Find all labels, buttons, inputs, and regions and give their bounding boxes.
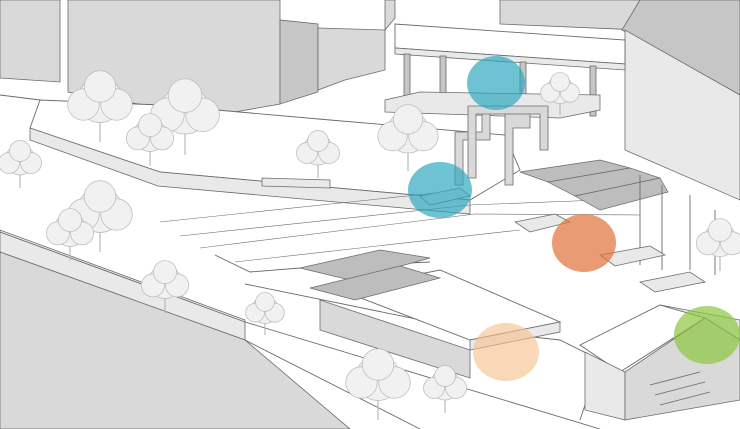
marker-peach (473, 323, 539, 381)
tree (46, 208, 94, 261)
curb-line (0, 231, 601, 429)
tree (67, 70, 133, 142)
tree (140, 260, 190, 313)
marker-teal-upper (467, 56, 525, 110)
pavilion-stair-3 (659, 391, 711, 406)
trees (0, 70, 740, 420)
tree (67, 180, 133, 252)
pavilion-roof-edge (394, 47, 626, 71)
tree (540, 72, 580, 116)
tree (345, 348, 411, 420)
path-line-2 (179, 199, 601, 237)
tree (0, 140, 42, 188)
marker-orange (552, 214, 616, 272)
tree (377, 104, 439, 172)
gate-frame-3 (467, 105, 549, 179)
terrace-edge-line (0, 94, 41, 101)
ramp-down (319, 299, 471, 379)
pavilion-stair-1 (649, 371, 701, 386)
tree (696, 218, 740, 271)
tree (125, 113, 175, 166)
highlight-markers (408, 56, 740, 381)
path-line-1 (159, 191, 446, 223)
building-left-block (0, 0, 61, 83)
tree (423, 365, 467, 413)
pavilion-stair-2 (654, 381, 706, 396)
tree (296, 130, 340, 178)
retaining-wall-band (29, 127, 471, 215)
marker-teal-lower (408, 162, 472, 218)
building-slab-top (384, 0, 396, 32)
canopy-lower-2 (309, 265, 442, 301)
building-right-face (624, 29, 740, 201)
tree (245, 292, 285, 336)
bench-upper (261, 177, 331, 189)
sidewalk-lower (0, 251, 351, 429)
canopy-lower-1 (299, 249, 431, 281)
bench-module-2 (599, 245, 667, 267)
lower-edge (244, 339, 421, 429)
bench-module-3 (638, 271, 707, 293)
marker-green (674, 306, 740, 364)
canopy-upper-3 (574, 177, 669, 211)
building-mid-block (317, 27, 386, 91)
background-buildings (0, 0, 740, 201)
building-right-top (499, 0, 641, 31)
building-tower-shadow (279, 19, 319, 105)
path-line-4 (234, 229, 521, 263)
pavilion-column-4 (589, 65, 597, 117)
